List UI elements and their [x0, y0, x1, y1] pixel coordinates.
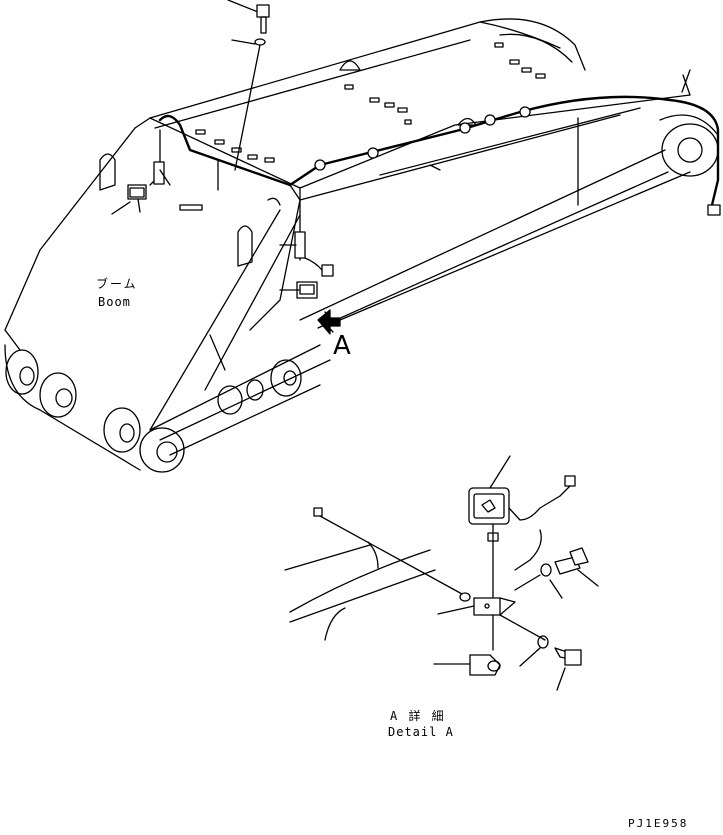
- detail-a: [284, 455, 599, 691]
- detail-a-label-en: Detail A: [388, 725, 454, 739]
- boom: [4, 18, 719, 473]
- detail-a-label-jp: A 詳 細: [390, 709, 446, 723]
- wiring-harness: [149, 95, 721, 277]
- drawing-code: PJ1E958: [628, 817, 689, 830]
- boom-lamp-right: [296, 281, 318, 299]
- boom-label-en: Boom: [98, 295, 131, 309]
- boom-leader-lines: [111, 0, 691, 291]
- boom-top-clamps: [179, 42, 546, 211]
- boom-lamp-left: [127, 184, 147, 213]
- top-bolt: [234, 4, 270, 171]
- view-direction-arrow-icon: [317, 309, 341, 335]
- view-marker-a: A: [333, 331, 351, 361]
- boom-label-jp: ブーム: [96, 277, 138, 291]
